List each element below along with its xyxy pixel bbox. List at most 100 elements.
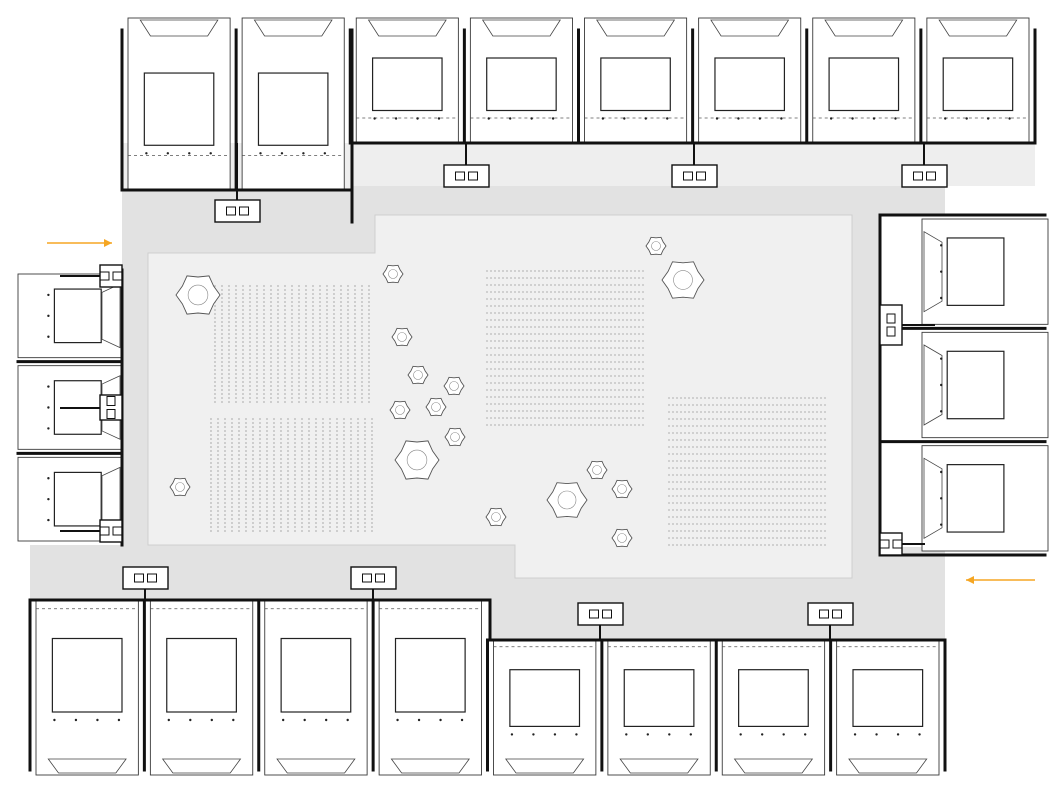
courtyard-layer: [147, 214, 853, 579]
column-dot: [918, 733, 921, 736]
column-dot: [803, 733, 807, 736]
unit-room: [509, 669, 581, 728]
column-dot: [623, 117, 626, 120]
column-dot: [875, 733, 878, 736]
column-dot: [760, 733, 764, 736]
utility-box-outline: [577, 602, 624, 626]
housing-unit-south: [493, 639, 597, 776]
column-dot: [668, 733, 671, 736]
column-dot: [232, 718, 235, 722]
housing-unit-north: [127, 17, 231, 191]
column-dot: [323, 152, 327, 155]
tree-canopy: [645, 236, 667, 256]
column-dot: [553, 733, 557, 736]
utility-meter: [696, 171, 706, 181]
tree-inner-canopy: [673, 270, 693, 290]
tree-inner-canopy: [617, 484, 627, 494]
utility-box: [350, 566, 397, 600]
column-dot: [302, 152, 305, 155]
utility-box-outline: [671, 164, 718, 188]
column-dot: [189, 718, 192, 722]
tree-inner-canopy: [388, 269, 398, 279]
utility-meter: [892, 539, 903, 549]
tree-icon: [394, 440, 440, 480]
housing-unit-north: [584, 17, 688, 144]
column-dot: [530, 117, 533, 120]
tree-icon: [389, 400, 411, 420]
tree-inner-canopy: [651, 241, 661, 251]
tree-inner-canopy: [617, 533, 627, 543]
housing-unit-east: [921, 331, 1049, 439]
column-dot: [188, 152, 191, 155]
utility-box-outline: [807, 602, 854, 626]
column-dot: [47, 314, 50, 318]
unit-room: [257, 72, 329, 146]
unit-roof-hatch: [161, 758, 242, 774]
column-dot: [47, 293, 50, 297]
column-dot: [851, 117, 854, 120]
tree-icon: [546, 482, 588, 518]
unit-roof-hatch: [824, 19, 904, 37]
column-dot: [53, 718, 56, 722]
column-dot: [167, 718, 171, 722]
tree-inner-canopy: [449, 381, 459, 391]
unit-outline: [607, 639, 711, 776]
tree-canopy: [546, 482, 588, 518]
utility-box: [671, 143, 718, 188]
utility-meter: [468, 171, 478, 181]
tree-canopy: [444, 427, 466, 447]
tree-icon: [661, 261, 705, 299]
unit-outline: [355, 17, 459, 144]
column-dot: [940, 470, 943, 474]
unit-room: [280, 637, 352, 713]
unit-roof-hatch: [47, 758, 127, 774]
column-dot: [758, 117, 762, 120]
unit-roof-hatch: [276, 758, 356, 774]
unit-room: [53, 288, 102, 344]
tree-canopy: [485, 507, 507, 527]
planting-bed-layer: [210, 270, 828, 546]
tree-icon: [586, 460, 608, 480]
housing-unit-south: [35, 599, 139, 776]
column-dot: [96, 718, 99, 722]
tree-canopy: [586, 460, 608, 480]
column-dot: [1008, 117, 1011, 120]
entrance-arrow-layer: [47, 239, 1035, 584]
utility-box-outline: [99, 264, 123, 288]
housing-unit-north: [926, 17, 1030, 144]
column-dot: [739, 733, 742, 736]
tree-icon: [485, 507, 507, 527]
column-dot: [896, 733, 900, 736]
utility-box-outline: [879, 304, 903, 346]
tree-canopy: [169, 477, 191, 497]
unit-roof-hatch: [390, 758, 471, 774]
column-dot: [303, 718, 306, 722]
utility-meter: [819, 609, 829, 619]
courtyard: [147, 214, 853, 579]
column-dot: [47, 427, 50, 430]
unit-room: [714, 57, 786, 112]
column-dot: [940, 410, 943, 413]
unit-room: [852, 669, 924, 728]
unit-room: [486, 57, 557, 112]
column-dot: [644, 117, 647, 120]
unit-room: [53, 471, 102, 527]
unit-outline: [721, 639, 826, 776]
planting-bed-northwest: [214, 285, 370, 405]
column-dot: [510, 733, 514, 736]
unit-outline: [469, 17, 573, 144]
column-dot: [944, 117, 947, 120]
column-dot: [394, 117, 398, 120]
unit-outline: [241, 17, 345, 191]
tree-inner-canopy: [395, 405, 405, 415]
utility-meter: [112, 271, 123, 281]
utility-box-outline: [99, 394, 123, 421]
column-dot: [47, 385, 50, 388]
column-dot: [47, 477, 50, 480]
column-dot: [551, 117, 555, 120]
utility-box: [807, 602, 854, 640]
unit-room: [942, 57, 1014, 112]
utility-meter: [832, 609, 842, 619]
column-dot: [47, 406, 50, 409]
utility-box-outline: [99, 519, 123, 543]
